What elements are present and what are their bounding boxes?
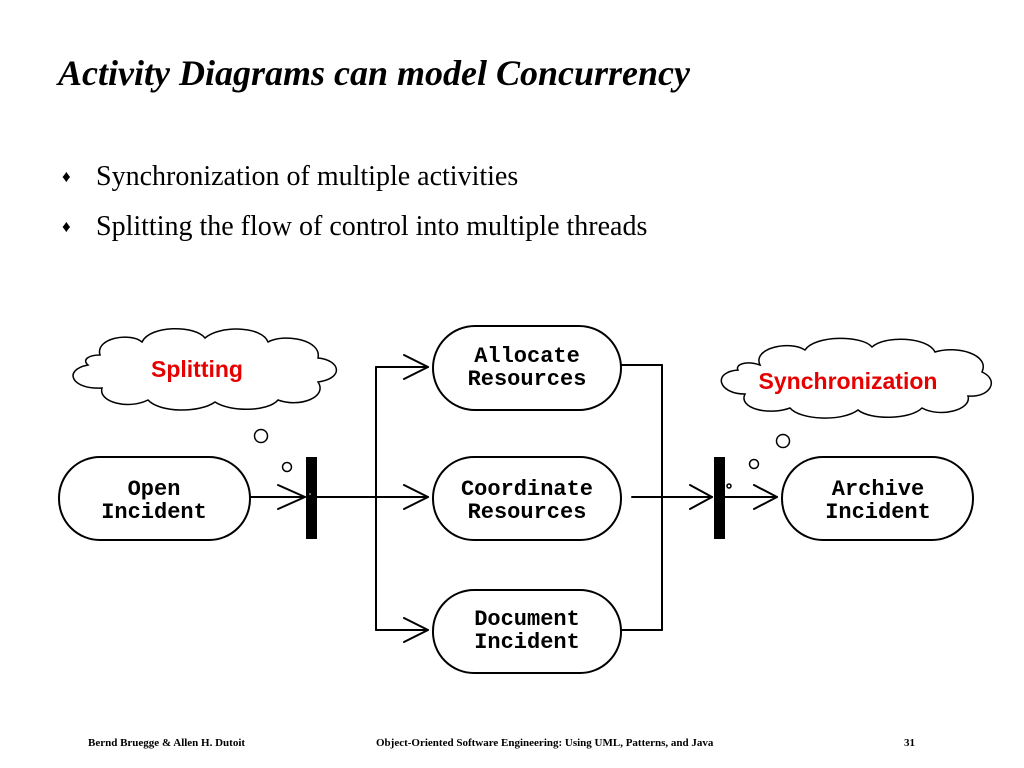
bullet-text: Synchronization of multiple activities — [96, 161, 519, 192]
node-label: Resources — [468, 367, 587, 392]
footer-authors: Bernd Bruegge & Allen H. Dutoit — [88, 737, 246, 749]
arrowhead-icon — [753, 484, 778, 510]
node-label: Document — [474, 607, 580, 632]
slide-title: Activity Diagrams can model Concurrency — [58, 53, 690, 93]
diamond-bullet-icon: ♦ — [62, 167, 71, 186]
synchronization-note: Synchronization — [759, 368, 938, 394]
allocate-resources-node — [432, 325, 622, 411]
node-label: Allocate — [474, 344, 580, 369]
split-branches — [316, 354, 429, 643]
node-label: Incident — [474, 630, 580, 655]
node-label: Open — [128, 477, 181, 502]
document-incident-node — [432, 589, 622, 674]
synchronization-note-cloud — [720, 337, 993, 489]
node-label: Coordinate — [461, 477, 593, 502]
join-bar — [714, 457, 725, 539]
footer-book-title: Object-Oriented Software Engineering: Us… — [376, 737, 714, 749]
bullet-item: ♦ Synchronization of multiple activities — [62, 152, 647, 202]
splitting-note-cloud — [72, 327, 338, 497]
fork-bar — [306, 457, 317, 539]
archive-incident-node — [781, 456, 974, 541]
splitting-note: Splitting — [151, 356, 243, 382]
open-incident-node — [58, 456, 251, 541]
node-label: Incident — [101, 500, 207, 525]
bullet-text: Splitting the flow of control into multi… — [96, 211, 648, 242]
page-number: 31 — [904, 737, 915, 749]
join-branches — [620, 364, 713, 631]
node-label: Incident — [825, 500, 931, 525]
node-label: Resources — [468, 500, 587, 525]
arrowhead-icon — [277, 484, 306, 510]
bullet-list: ♦ Synchronization of multiple activities… — [62, 152, 647, 252]
coordinate-resources-node — [432, 456, 622, 541]
bullet-item: ♦ Splitting the flow of control into mul… — [62, 202, 647, 252]
node-label: Archive — [832, 477, 924, 502]
diamond-bullet-icon: ♦ — [62, 217, 71, 236]
